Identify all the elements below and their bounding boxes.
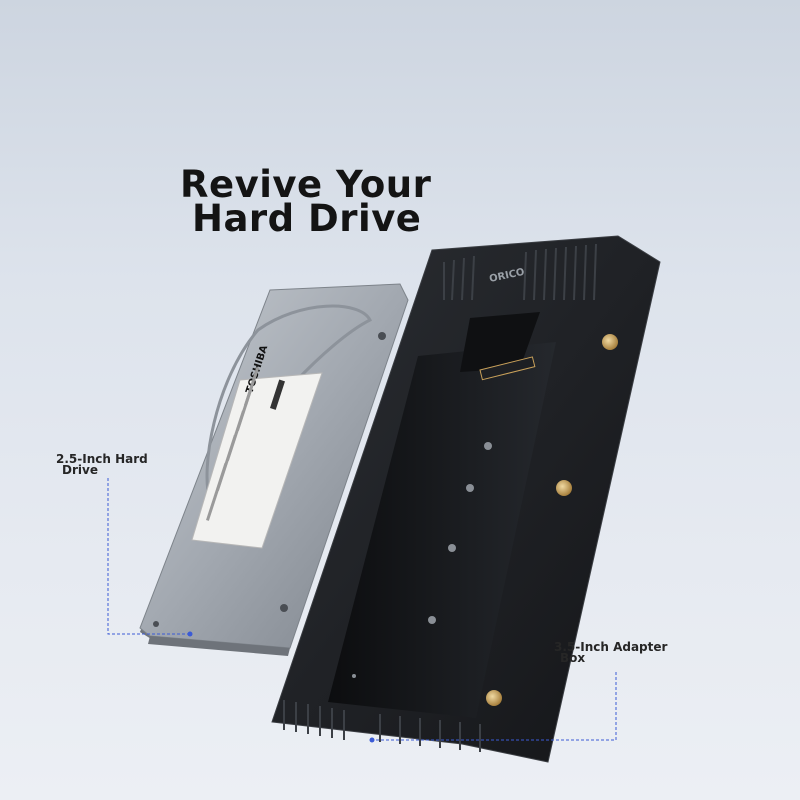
callout-adapter-line-1: 3.5-Inch Adapter xyxy=(554,640,668,654)
callout-label-adapter: 3.5-Inch Adapter Box xyxy=(554,640,668,665)
headline-line-2: Hard Drive xyxy=(192,197,422,240)
drive-label-sticker: TOSHIBA xyxy=(191,344,323,549)
drive-screw-hole xyxy=(280,604,288,612)
adapter-box-3-5-inch: ORICO xyxy=(271,235,661,763)
enclosure-brass-screws xyxy=(486,334,618,706)
callout-hdd-line-1: 2.5-Inch Hard xyxy=(56,452,148,466)
callout-adapter-line-2: Box xyxy=(560,651,586,665)
callout-hdd-line-2: Drive xyxy=(62,463,98,477)
enclosure-heatsink-fins xyxy=(283,243,597,752)
hard-drive-2-5-inch: TOSHIBA xyxy=(139,283,409,656)
callout-leader-hdd xyxy=(107,478,193,637)
enclosure-cavity xyxy=(328,342,556,718)
callout-label-hdd: 2.5-Inch Hard Drive xyxy=(56,452,148,477)
enclosure-connector-bay xyxy=(460,312,540,372)
drive-screw-hole xyxy=(153,621,159,627)
drive-screw-hole xyxy=(378,332,386,340)
callout-leader-adapter xyxy=(369,672,617,743)
drive-bottom-edge xyxy=(148,636,290,656)
sata-connector xyxy=(479,356,536,381)
enclosure-mounting-posts xyxy=(352,442,492,678)
headline-line-1: Revive Your xyxy=(180,163,432,206)
headline: Revive Your Hard Drive xyxy=(180,163,432,240)
